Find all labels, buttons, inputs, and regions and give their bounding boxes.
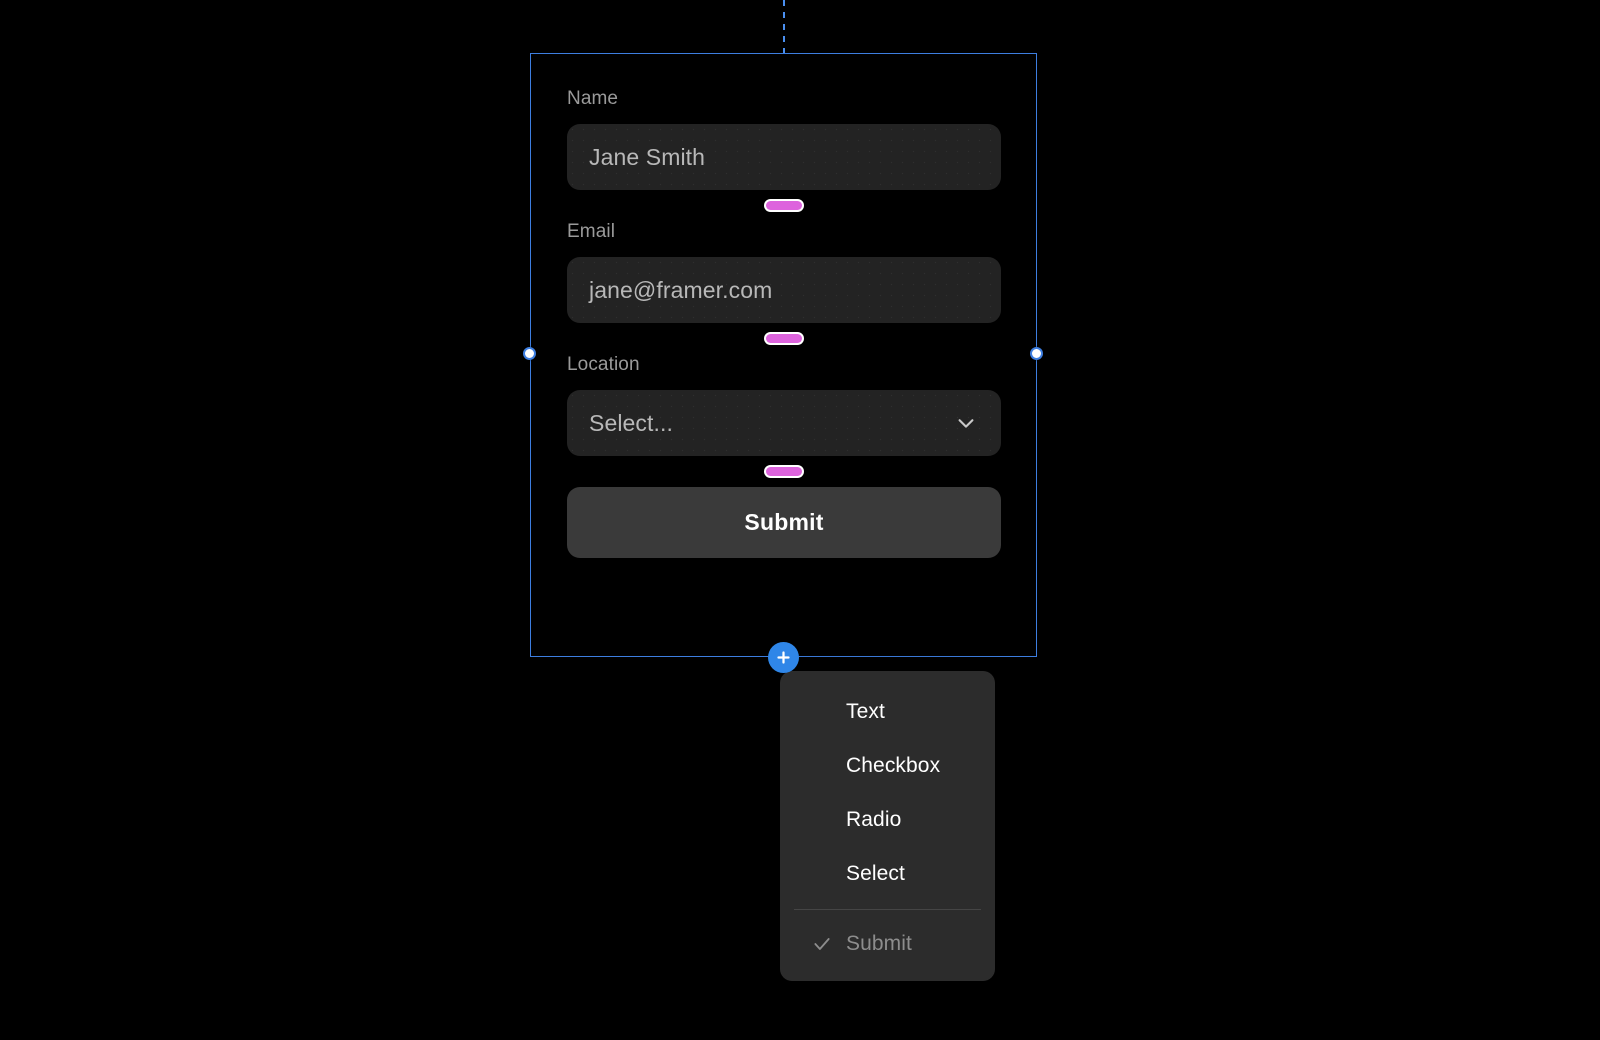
location-select-value: Select... [589,409,673,436]
name-input-value: Jane Smith [589,143,706,170]
gap-pill[interactable] [766,467,802,476]
location-select[interactable]: Select... [567,390,1001,456]
menu-item-submit: Submit [780,917,995,971]
gap-pill[interactable] [766,201,802,210]
menu-item-label: Radio [846,808,902,831]
menu-item-text[interactable]: Text [780,685,995,739]
field-label-location: Location [567,354,640,375]
form-field-email: Email jane@framer.com [567,221,1001,323]
menu-item-label: Text [846,700,885,723]
guide-dashed-line [783,0,785,53]
menu-separator [794,909,981,910]
form-field-name: Name Jane Smith [567,88,1001,190]
resize-handle-right[interactable] [1030,347,1043,360]
form-field-location: Location Select... [567,354,1001,456]
gap-indicator-1[interactable] [567,190,1001,221]
field-label-name: Name [567,88,619,109]
gap-indicator-2[interactable] [567,323,1001,354]
plus-icon [777,651,790,664]
submit-button-label: Submit [744,509,824,535]
field-label-email: Email [567,221,616,242]
form-container: Name Jane Smith Email jane@framer.com Lo… [567,88,1001,558]
add-field-button[interactable] [768,642,799,673]
menu-item-label: Submit [846,932,912,955]
email-input-value: jane@framer.com [589,276,773,303]
gap-indicator-3[interactable] [567,456,1001,487]
submit-button[interactable]: Submit [567,487,1001,558]
menu-item-select[interactable]: Select [780,847,995,901]
menu-item-checkbox[interactable]: Checkbox [780,739,995,793]
check-icon [814,938,830,950]
chevron-down-icon [958,419,974,428]
gap-pill[interactable] [766,334,802,343]
resize-handle-left[interactable] [523,347,536,360]
email-input[interactable]: jane@framer.com [567,257,1001,323]
name-input[interactable]: Jane Smith [567,124,1001,190]
menu-item-label: Select [846,862,905,885]
menu-item-radio[interactable]: Radio [780,793,995,847]
add-field-menu[interactable]: Text Checkbox Radio Select Submit [780,671,995,981]
menu-item-label: Checkbox [846,754,941,777]
